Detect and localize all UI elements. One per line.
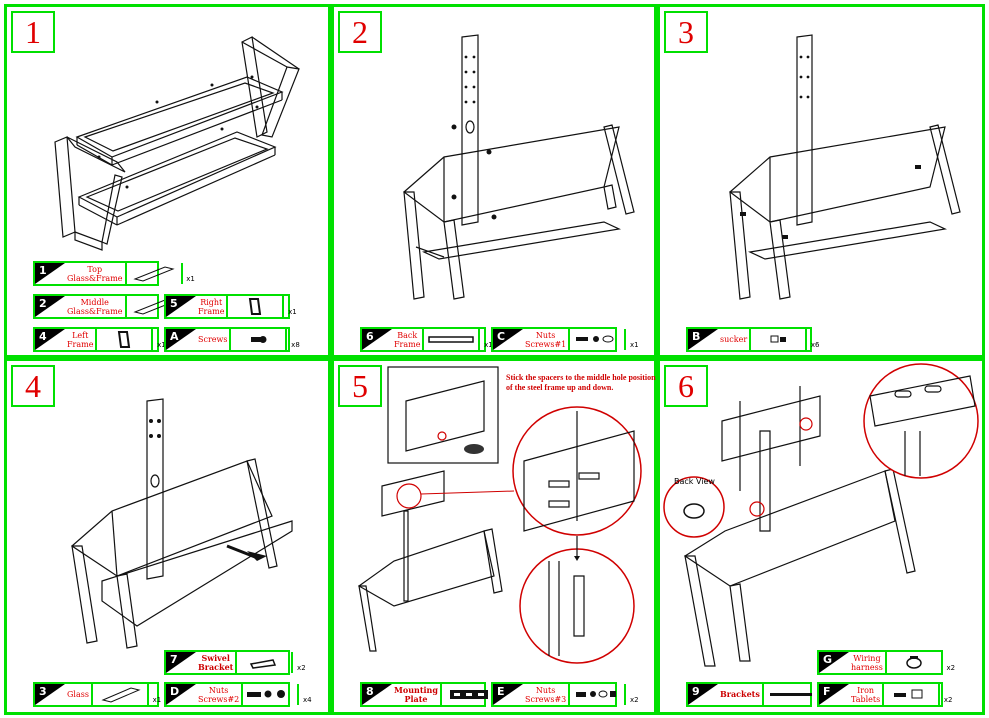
plate-icon [442, 684, 498, 705]
glass-frame-icon [127, 263, 183, 284]
part-name: Back Frame [392, 329, 425, 350]
part-tag: 3 [35, 684, 65, 705]
part-9: 9 Brackets x2 [686, 682, 832, 707]
step-5-panel: 5 [331, 358, 657, 715]
part-qty: x1 [186, 275, 195, 283]
frame-icon [424, 329, 481, 350]
part-name: Nuts Screws#2 [196, 684, 244, 705]
part-6: 6 Back Frame x1 [360, 327, 493, 352]
step-number: 1 [11, 11, 55, 53]
part-B: B sucker x6 [686, 327, 819, 352]
step-5-illustration [357, 366, 642, 664]
part-7: 7 Swivel Bracket x2 [164, 650, 306, 675]
part-5: 5 Right Frame x1 [164, 294, 297, 319]
step-number: 3 [664, 11, 708, 53]
back-view-label: Back View [674, 477, 715, 486]
screw-icon [231, 329, 288, 350]
part-tag: 5 [166, 296, 196, 317]
part-qty: x2 [629, 696, 639, 704]
part-3: 3 Glass x1 [33, 682, 161, 707]
step-number: 6 [664, 365, 708, 407]
part-name: Nuts Screws#1 [523, 329, 571, 350]
part-name: Nuts Screws#3 [523, 684, 571, 705]
part-tag: 1 [35, 263, 65, 284]
part-qty: x1 [484, 341, 493, 349]
part-name: sucker [718, 329, 752, 350]
step-number: 5 [338, 365, 382, 407]
part-tag: B [688, 329, 718, 350]
part-qty: x4 [302, 696, 312, 704]
part-tag: 4 [35, 329, 65, 350]
step-number: 4 [11, 365, 55, 407]
part-tag: G [819, 652, 849, 673]
nut-icon [570, 684, 627, 705]
part-qty: x8 [291, 341, 300, 349]
part-qty: x2 [943, 696, 953, 704]
nut-icon [884, 684, 941, 705]
part-name: Brackets [718, 684, 764, 705]
part-qty: x6 [810, 341, 820, 349]
step-5-note: Stick the spacers to the middle hole pos… [506, 373, 656, 392]
part-tag: F [819, 684, 849, 705]
part-E: E Nuts Screws#3 x2 [491, 682, 639, 707]
part-F: F Iron Tablets x2 [817, 682, 953, 707]
part-A: A Screws x8 [164, 327, 300, 352]
step-3-illustration [729, 34, 961, 300]
step-6-illustration [663, 363, 979, 667]
part-qty: x1 [152, 696, 162, 704]
part-name: Middle Glass&Frame [65, 296, 127, 317]
part-tag: 6 [362, 329, 392, 350]
part-name: Left Frame [65, 329, 98, 350]
glass-frame-icon [93, 684, 149, 705]
part-tag: 9 [688, 684, 718, 705]
step-3-panel: 3 [657, 4, 985, 358]
part-name: Right Frame [196, 296, 229, 317]
step-2-panel: 2 [331, 4, 657, 358]
part-2: 2 Middle Glass&Frame x1 [33, 294, 195, 319]
part-tag: 2 [35, 296, 65, 317]
part-qty: x2 [946, 664, 956, 672]
bracket-icon [764, 684, 820, 705]
step-4-illustration [71, 398, 293, 649]
frame-icon [97, 329, 154, 350]
part-name: Wiring harness [849, 652, 887, 673]
part-name: Iron Tablets [849, 684, 885, 705]
part-4: 4 Left Frame x1 [33, 327, 166, 352]
part-qty: x1 [629, 341, 639, 349]
part-tag: D [166, 684, 196, 705]
nut-icon [570, 329, 627, 350]
frame-icon [228, 296, 285, 317]
part-1: 1 Top Glass&Frame x1 [33, 261, 195, 286]
part-name: Glass [65, 684, 93, 705]
part-name: Screws [196, 329, 232, 350]
part-tag: 7 [166, 652, 196, 673]
part-D: D Nuts Screws#2 x4 [164, 682, 312, 707]
part-8: 8 Mounting Plate x1 [360, 682, 510, 707]
part-qty: x1 [288, 308, 297, 316]
part-C: C Nuts Screws#1 x1 [491, 327, 639, 352]
part-qty: x2 [297, 664, 306, 672]
part-G: G Wiring harness x2 [817, 650, 955, 675]
bracket-icon [237, 652, 294, 673]
part-tag: C [493, 329, 523, 350]
part-name: Mounting Plate [392, 684, 442, 705]
part-name: Top Glass&Frame [65, 263, 127, 284]
part-qty: x1 [157, 341, 166, 349]
nut-icon [243, 684, 300, 705]
part-name: Swivel Bracket [196, 652, 238, 673]
step-1-illustration [54, 36, 300, 251]
sucker-icon [751, 329, 808, 350]
part-tag: 8 [362, 684, 392, 705]
harness-icon [887, 652, 943, 673]
step-2-illustration [403, 34, 635, 300]
step-number: 2 [338, 11, 382, 53]
part-tag: A [166, 329, 196, 350]
part-tag: E [493, 684, 523, 705]
